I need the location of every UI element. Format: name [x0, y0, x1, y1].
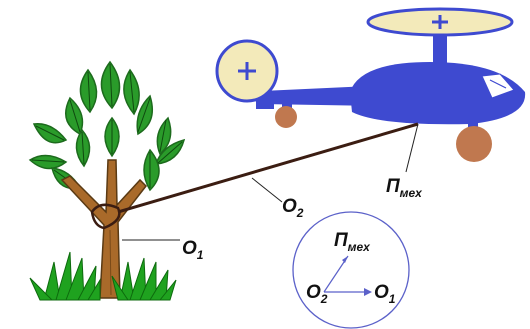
rope: [90, 122, 419, 230]
label-pmex: Пмех: [386, 176, 423, 200]
tail-boom: [240, 86, 380, 106]
label-o2: O2: [282, 196, 304, 220]
fuselage: [350, 62, 526, 125]
front-wheel: [456, 126, 492, 162]
tail-rotor: [215, 39, 279, 103]
helicopter: [215, 7, 526, 162]
label-o1: O1: [182, 238, 204, 262]
inset-label-pmex: Пмех: [334, 230, 371, 254]
reference-inset: Пмех O2 O1: [292, 211, 410, 329]
inset-label-o1: O1: [374, 282, 396, 306]
grass: [29, 251, 177, 301]
inset-label-o2: O2: [306, 282, 328, 306]
rear-wheel: [275, 106, 297, 128]
tree: [28, 60, 186, 301]
